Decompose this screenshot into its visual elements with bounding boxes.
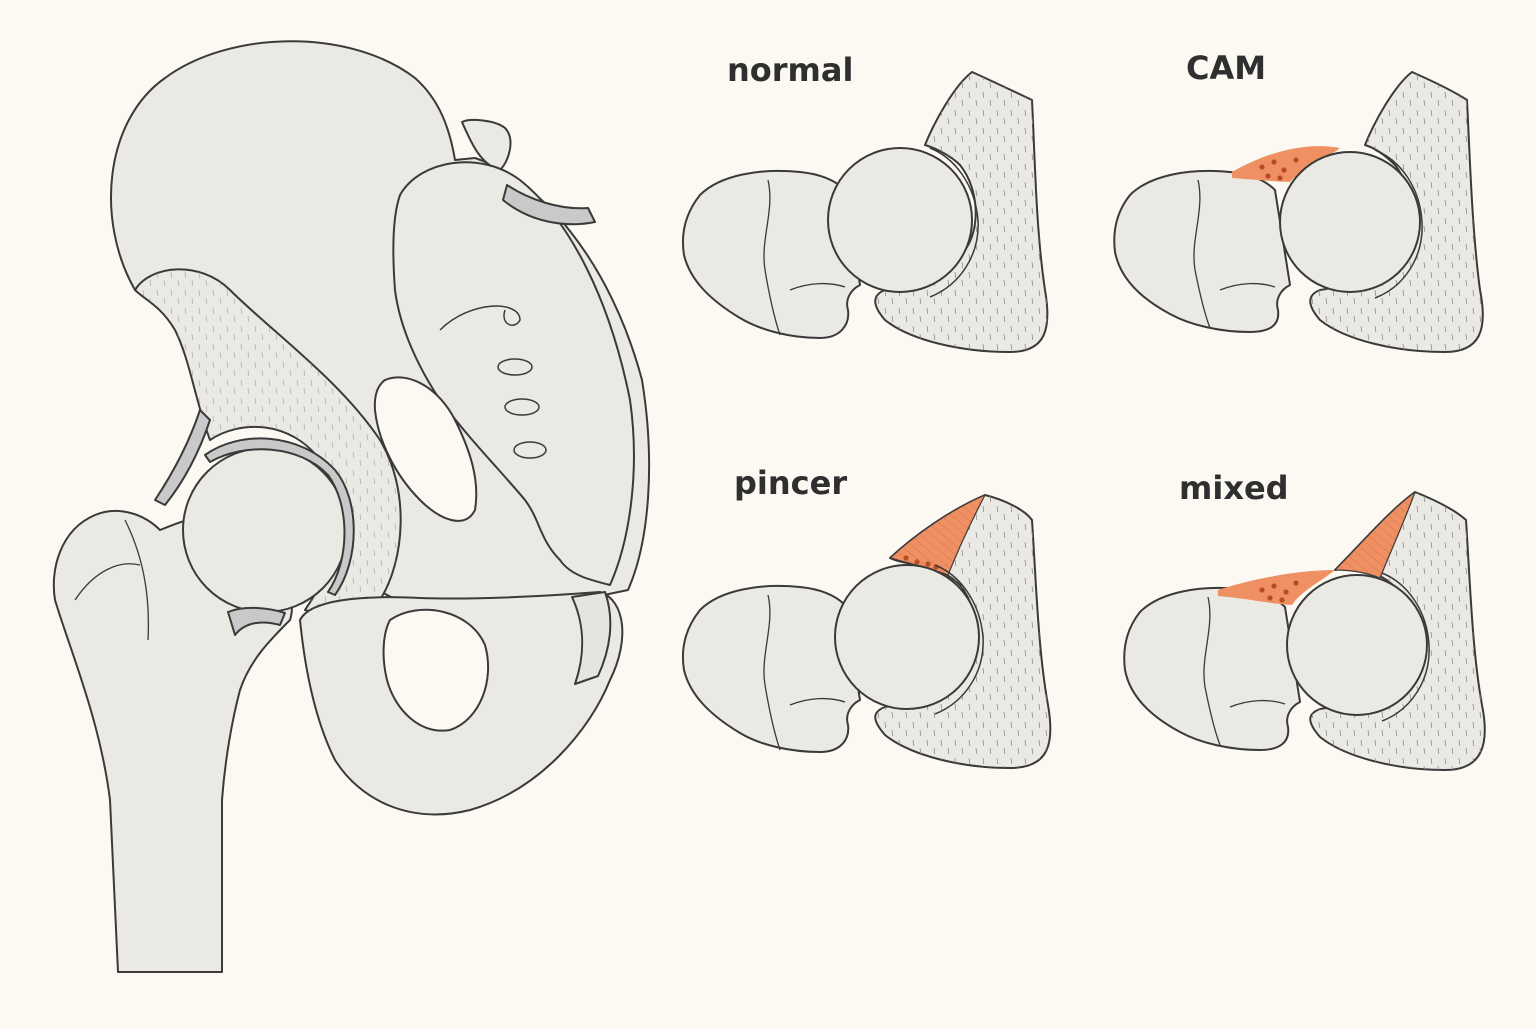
normal-joint-line bbox=[929, 147, 979, 298]
inner-pelvis bbox=[392, 161, 635, 586]
mixed-neck-line bbox=[1203, 596, 1286, 746]
mixed-pincer-fibers bbox=[1335, 492, 1415, 578]
normal-neck-line bbox=[763, 179, 846, 336]
femoral-head bbox=[182, 447, 348, 613]
inferior-cartilage bbox=[227, 606, 286, 636]
cam-femoral-head bbox=[1279, 151, 1421, 293]
mixed-joint-line bbox=[1381, 572, 1430, 722]
mixed-femoral-neck bbox=[1123, 586, 1301, 751]
cam-neck-line bbox=[1193, 179, 1276, 329]
anterior-iliac-spine bbox=[461, 119, 512, 171]
label-cam: CAM bbox=[1186, 49, 1267, 87]
label-pincer: pincer bbox=[734, 464, 848, 502]
normal-hip-diagram bbox=[682, 71, 1049, 353]
mixed-femoral-head bbox=[1286, 574, 1428, 716]
sacral-foramina bbox=[439, 305, 547, 459]
pincer-lesion-dots bbox=[903, 555, 939, 570]
labrum bbox=[154, 409, 211, 506]
iliac-crest-cartilage bbox=[502, 184, 596, 226]
acetabular-cartilage bbox=[204, 437, 355, 596]
sciatic-notch bbox=[373, 376, 478, 522]
label-normal: normal bbox=[727, 51, 854, 89]
mixed-cam-lesion bbox=[1218, 570, 1335, 605]
pincer-lesion-fibers bbox=[890, 495, 985, 575]
label-mixed: mixed bbox=[1179, 469, 1289, 507]
hip-joint-illustration bbox=[52, 40, 651, 973]
mixed-hip-diagram bbox=[1123, 491, 1486, 771]
mixed-lesion-dots bbox=[1259, 580, 1299, 603]
pincer-hip-diagram bbox=[682, 494, 1052, 769]
normal-femoral-head bbox=[827, 147, 973, 293]
cam-lesion bbox=[1232, 146, 1340, 182]
pubic-symphysis bbox=[571, 591, 612, 685]
normal-femoral-neck bbox=[682, 169, 861, 339]
pincer-femoral-head bbox=[834, 564, 980, 710]
obturator-foramen bbox=[382, 608, 490, 732]
cam-joint-line bbox=[1374, 149, 1423, 299]
cam-femoral-neck bbox=[1113, 169, 1291, 333]
cam-lesion-dots bbox=[1259, 157, 1299, 181]
pincer-femoral-neck bbox=[682, 584, 861, 753]
cam-hip-diagram bbox=[1113, 71, 1484, 353]
greater-trochanter-line bbox=[74, 519, 150, 641]
pincer-neck-line bbox=[763, 594, 846, 751]
pincer-joint-line bbox=[934, 564, 984, 715]
